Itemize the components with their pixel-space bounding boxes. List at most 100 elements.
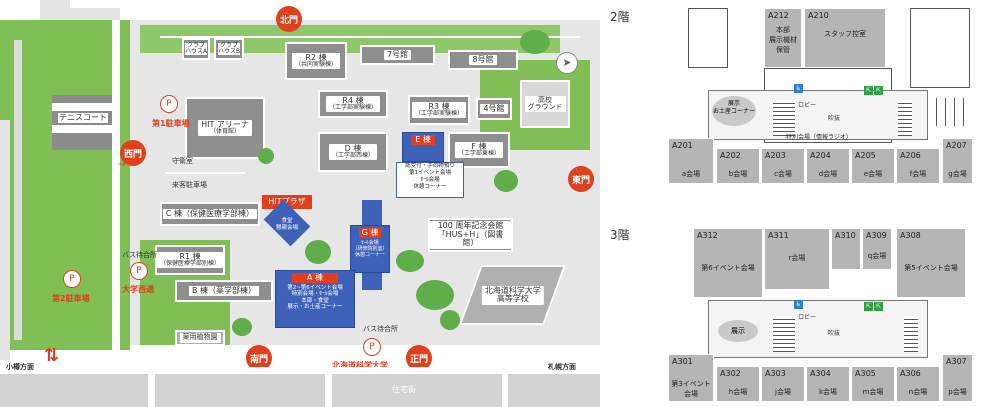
club-house-a: クラブ ハウスA — [182, 38, 210, 60]
window-grid — [936, 98, 972, 126]
stairs-icon-3f-right — [904, 316, 918, 352]
building-8gokan: 8号館 — [448, 50, 518, 70]
medicinal-garden: 薬用植物園 — [175, 330, 225, 346]
club-house-b: クラブ ハウスB — [214, 38, 244, 60]
south-road — [0, 367, 600, 371]
room-a212[interactable]: A212 本部 展示機材 保管 — [764, 8, 802, 68]
building-d: D 棟（工学部西棟） — [318, 132, 388, 172]
building-b: B 棟（薬学部棟） — [175, 280, 273, 302]
gate-main[interactable]: 正門 — [406, 345, 432, 371]
green-area-north — [140, 25, 560, 53]
otaru-direction: 小樽方面 — [6, 363, 34, 371]
bus-stop-west-label: バス待合所 — [122, 251, 157, 259]
tennis-court-label: テニスコート — [58, 113, 108, 123]
residence-block-2 — [155, 374, 325, 407]
parking-1-label: 第1駐車場 — [152, 119, 190, 128]
floor-3-display: 展示 — [718, 320, 758, 342]
room-a310[interactable]: A310 — [831, 228, 861, 270]
floor-2-atrium: 吹抜 — [828, 115, 841, 122]
building-100th: 100 周年記念会館 「HUS+H」（図書館） — [428, 218, 513, 252]
building-f: F 棟（工学部東棟） — [448, 132, 510, 168]
stairs-icon-3f — [773, 316, 795, 352]
building-hit-arena: HIT アリーナ（体育館） — [185, 97, 265, 159]
emergency-exit-icon-2: ⇱ — [874, 86, 883, 95]
room-a210[interactable]: A210 スタッフ控室 — [804, 8, 886, 68]
floor-2-special: 特別会場（情報ラジオ） — [786, 134, 852, 141]
bus-stop-label: バス待合所 — [363, 325, 398, 333]
sapporo-direction: 札幌方面 — [548, 363, 576, 371]
floor-2-title: 2階 — [610, 10, 630, 24]
building-r3: R3 棟（工学部実験棟） — [408, 95, 470, 125]
floor-2-plan: A212 本部 展示機材 保管 A210 スタッフ控室 展示 お土産コーナー ロ… — [668, 8, 973, 188]
parking-1-icon: P — [160, 95, 178, 113]
tennis-court: テニスコート — [52, 95, 112, 150]
bus-icon-main: P — [363, 338, 381, 356]
floor-3-atrium: 吹抜 — [828, 330, 841, 337]
restroom-icon-3f: ♿ — [794, 300, 803, 309]
road-west — [112, 20, 120, 360]
building-4gokan: 4号館 — [476, 98, 512, 120]
floor-3-title: 3階 — [610, 228, 630, 242]
venue-g-building[interactable]: G 棟ｾｰﾙ会場 （研修院別室） 休憩コーナー — [350, 225, 390, 273]
floor-3-lobby: ロビー — [798, 314, 817, 321]
emergency-exit-icon: ⇱ — [864, 86, 873, 95]
gate-east[interactable]: 東門 — [568, 166, 594, 192]
hit-plaza-title[interactable]: HITプラザ — [262, 195, 312, 209]
guest-parking-label: 来客駐車場 — [172, 181, 207, 189]
residence-block-3: 住宅街 — [332, 374, 502, 407]
campus-map: テニスコート クラブ ハウスA クラブ ハウスB R2 棟（共同実験棟） 7号館… — [0, 0, 600, 407]
gate-north[interactable]: 北門 — [276, 6, 302, 32]
residence-block-1 — [0, 374, 148, 407]
gate-south[interactable]: 南門 — [246, 345, 272, 371]
restroom-icon: ♿ — [794, 84, 803, 93]
hit-plaza-info: 食堂 懇親会場 — [275, 218, 298, 231]
parking-2-label: 第2駐車場 — [52, 294, 90, 303]
building-r1: R1 棟（保健医療学部別棟） — [155, 245, 225, 275]
venue-e-info: 総受付・手荷物預り 第1イベント会場 ｾｰﾙ会場 休憩コーナー — [396, 162, 464, 198]
guard-room: 守衛室 — [172, 157, 193, 165]
bus-icon-west: P — [130, 262, 148, 280]
building-c: C 棟（保健医療学部棟） — [160, 202, 260, 226]
venue-e-building[interactable]: E 棟 — [402, 132, 444, 162]
stairs-icon — [773, 100, 795, 136]
compass-icon: ➤ — [556, 52, 578, 74]
building-7gokan: 7号館 — [360, 45, 435, 65]
parking-2-icon: P — [63, 270, 81, 288]
residence-block-4 — [508, 374, 600, 407]
gate-west[interactable]: 西門 — [120, 140, 146, 166]
emergency-exit-icon-3f: ⇱ — [864, 302, 873, 311]
arrow-west: → — [118, 160, 126, 170]
venue-a-building[interactable]: A 棟第2~第6イベント会場 特別会場・ｾｰﾙ会場 本部・食堂 展示・お土産コー… — [275, 270, 355, 328]
high-school-ground: 高校 グラウンド — [520, 80, 570, 128]
building-r2: R2 棟（共同実験棟） — [285, 42, 347, 80]
univ-name-label: 北海道科学大学 — [332, 361, 388, 370]
residence-label: 住宅街 — [392, 385, 416, 394]
floor-2-display: 展示 お土産コーナー — [712, 96, 756, 126]
building-r4: R4 棟（工学部実験棟） — [318, 90, 388, 118]
emergency-exit-icon-3f-2: ⇱ — [874, 302, 883, 311]
two-way-arrow-icon: ⇅ — [44, 345, 60, 366]
floor-3-hall — [708, 300, 928, 358]
stairs-icon-right — [898, 100, 912, 136]
univ-west-label: 大学西通 — [122, 285, 154, 294]
floor-2-lobby: ロビー — [798, 102, 817, 109]
